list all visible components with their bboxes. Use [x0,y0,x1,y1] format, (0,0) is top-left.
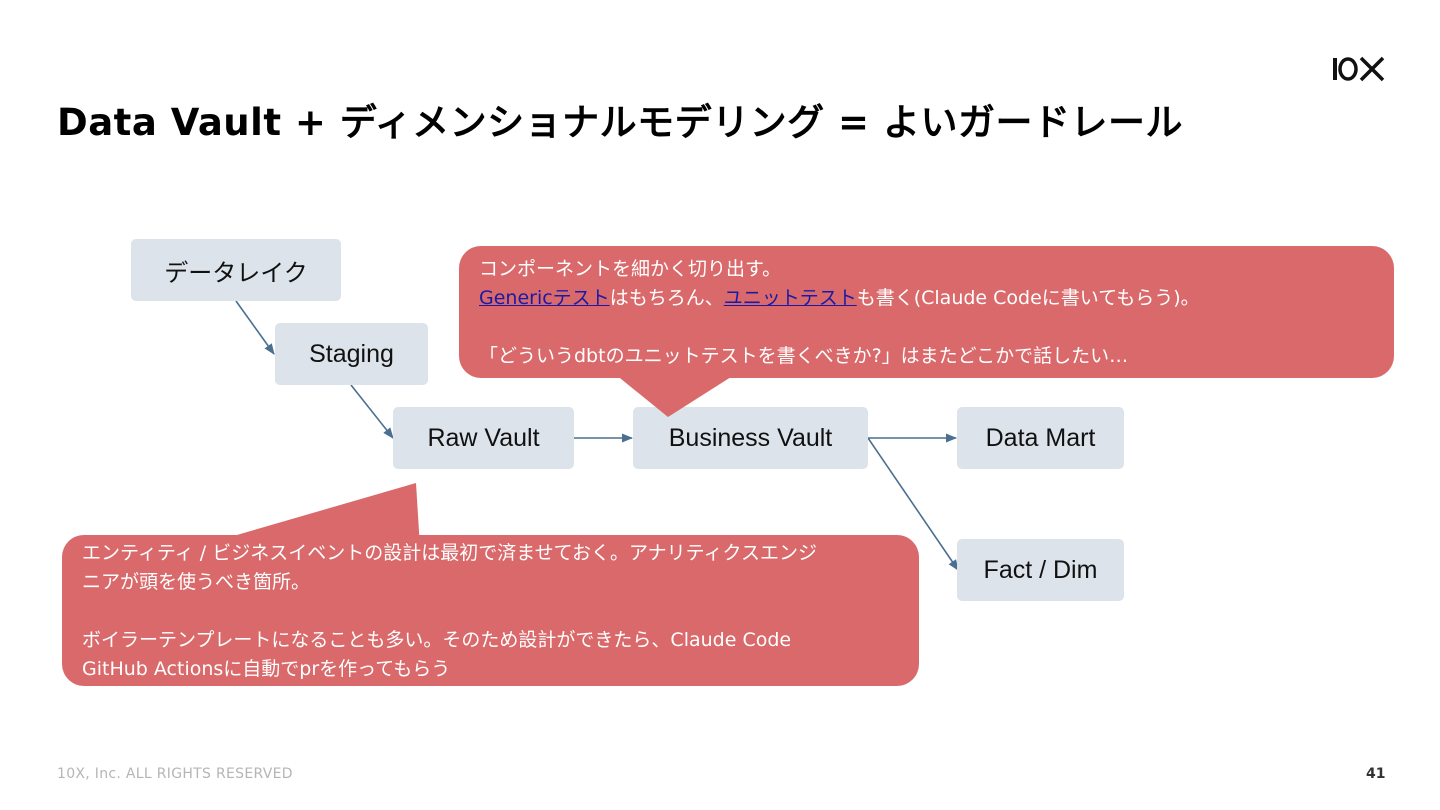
page-number: 41 [1366,766,1386,782]
callout-component-testing: コンポーネントを細かく切り出す。 Genericテストはもちろん、ユニットテスト… [459,246,1394,378]
callout-top-blank-line [479,313,1394,342]
node-raw-vault: Raw Vault [393,407,574,469]
callout-bottom-blank-line [82,597,919,626]
generic-test-link[interactable]: Genericテスト [479,287,610,309]
node-data-mart: Data Mart [957,407,1124,469]
callout-bottom-line-4: GitHub Actionsに自動でprを作ってもらう [82,658,451,680]
callout-top-line-3: 「どういうdbtのユニットテストを書くべきか?」はまたどこかで話したい… [479,345,1129,367]
callout-bottom-line-3: ボイラーテンプレートになることも多い。そのため設計ができたら、Claude Co… [82,629,792,651]
unit-test-link[interactable]: ユニットテスト [723,287,857,309]
node-business-vault: Business Vault [633,407,868,469]
arrow-datalake-staging [235,300,275,355]
node-fact-dim: Fact / Dim [957,539,1124,601]
callout-bottom-line-1: エンティティ / ビジネスイベントの設計は最初で済ませておく。アナリティクスエン… [82,542,817,564]
arrow-staging-rawvault [350,384,394,439]
callout-bottom-line-2: ニアが頭を使うべき箇所。 [82,571,311,593]
node-data-lake: データレイク [131,239,341,301]
callout-top-tail-text: も書く(Claude Codeに書いてもらう)。 [856,287,1200,309]
callout-top-connector-text: はもちろん、 [609,287,724,309]
callout-top-line-1: コンポーネントを細かく切り出す。 [479,258,782,280]
callout-entity-design: エンティティ / ビジネスイベントの設計は最初で済ませておく。アナリティクスエン… [62,535,919,686]
node-staging: Staging [275,323,428,385]
footer-copyright: 10X, Inc. ALL RIGHTS RESERVED [57,766,293,782]
callout-top-line-2: Genericテストはもちろん、ユニットテストも書く(Claude Codeに書… [479,284,1394,313]
slide-title: Data Vault + ディメンショナルモデリング = よいガードレール [57,101,1183,144]
10x-logo [1333,56,1385,82]
